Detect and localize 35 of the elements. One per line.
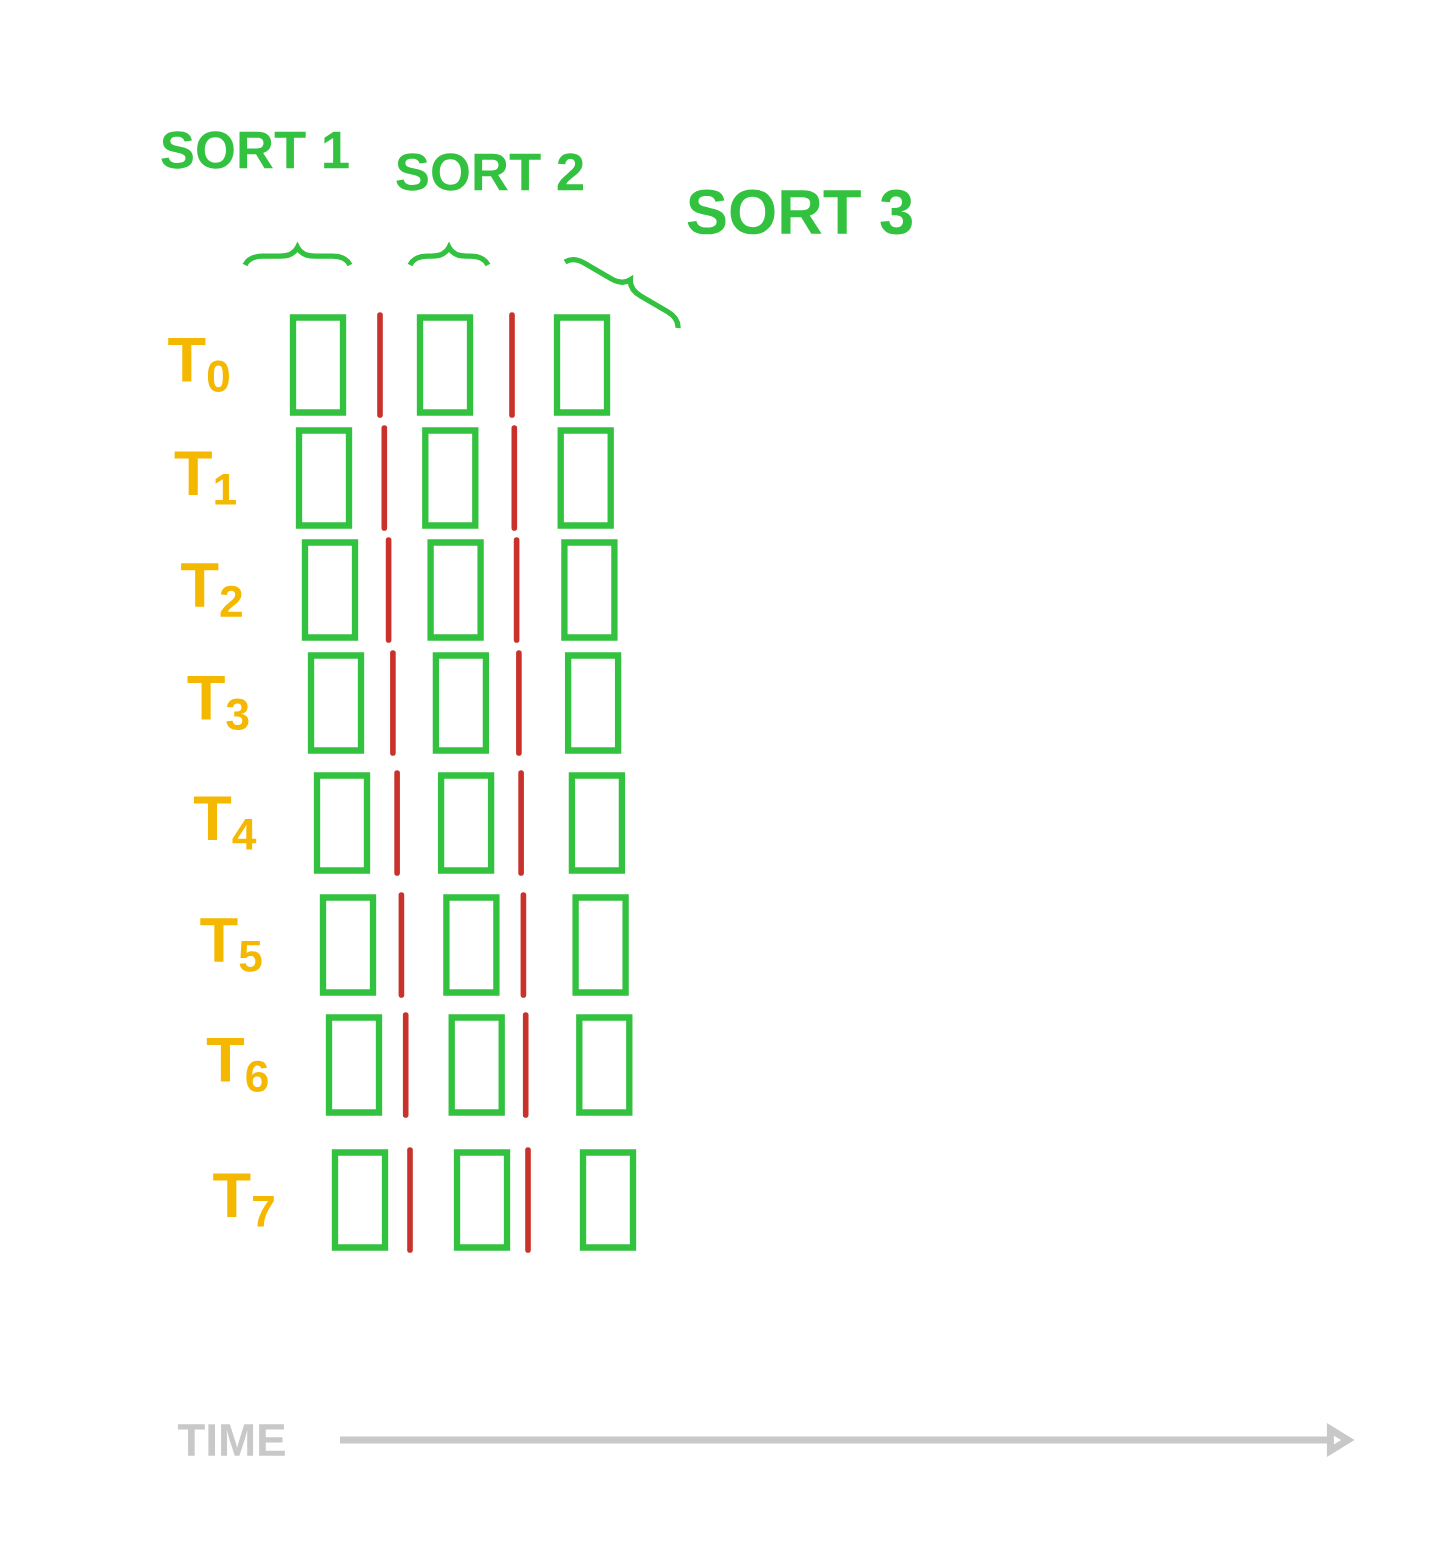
- task-box: [331, 1149, 389, 1251]
- thread-label: T$_{7}$: [213, 1173, 274, 1227]
- task-box: [448, 1014, 505, 1116]
- task-box: [557, 427, 614, 529]
- thread-label: T$_{4}$: [193, 796, 257, 850]
- task-box: [432, 652, 490, 754]
- task-box: [325, 1014, 383, 1116]
- task-box: [579, 1149, 637, 1251]
- task-box: [572, 894, 629, 996]
- task-box: [313, 772, 371, 874]
- task-box: [443, 894, 500, 996]
- thread-label: T$_{5}$: [200, 918, 262, 972]
- thread-label: T$_{2}$: [181, 563, 242, 617]
- column-heading: SORT 1: [161, 131, 349, 169]
- task-box: [437, 772, 495, 874]
- task-box: [561, 539, 618, 641]
- column-heading: SORT 2: [396, 153, 584, 191]
- thread-label: T$_{6}$: [206, 1038, 268, 1092]
- task-box: [568, 772, 626, 874]
- task-box: [576, 1014, 633, 1116]
- task-box: [422, 427, 479, 529]
- task-box: [307, 652, 365, 754]
- thread-label: T$_{1}$: [174, 451, 236, 505]
- task-box: [289, 314, 347, 416]
- task-box: [301, 539, 359, 641]
- task-box: [295, 427, 353, 529]
- task-box: [427, 539, 484, 641]
- task-box: [319, 894, 377, 996]
- column-heading: SORT 3: [687, 189, 912, 235]
- task-box: [416, 314, 474, 416]
- task-box: [553, 314, 611, 416]
- thread-label: T$_{0}$: [168, 338, 229, 392]
- thread-label: T$_{3}$: [187, 675, 249, 730]
- task-box: [564, 652, 622, 754]
- task-box: [453, 1149, 511, 1251]
